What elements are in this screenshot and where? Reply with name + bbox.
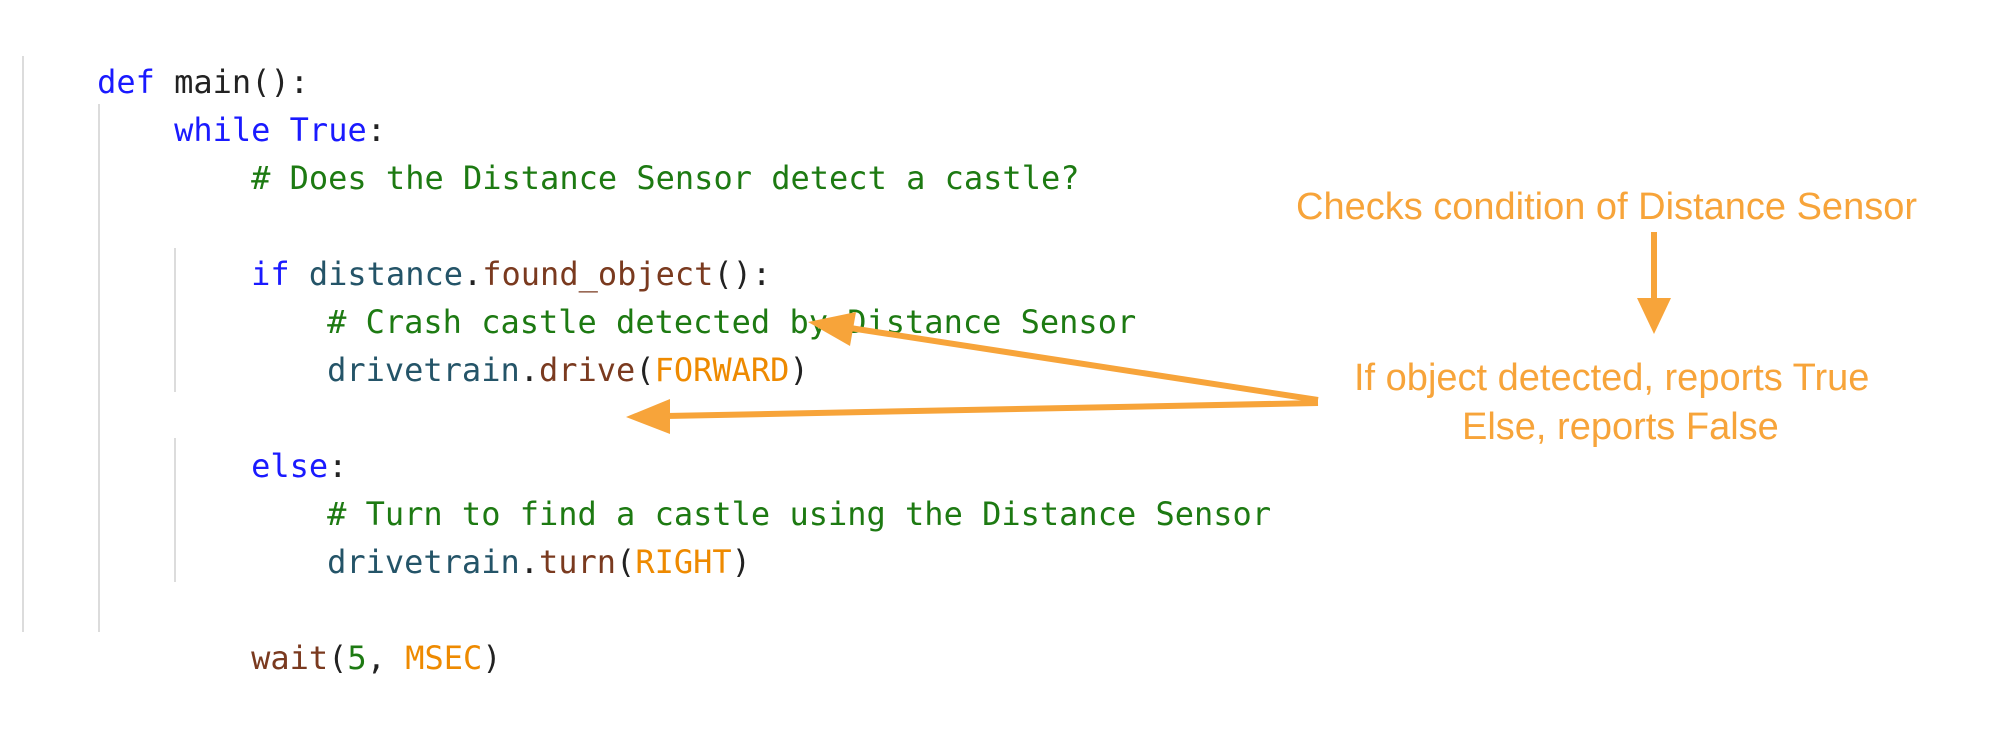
- keyword-def: def: [97, 63, 155, 101]
- function-name-main: main: [154, 63, 252, 101]
- punctuation: ,: [366, 639, 406, 677]
- code-line-if-found-object: if distance.found_object():: [174, 202, 771, 293]
- function-wait: wait: [251, 639, 329, 677]
- keyword-while: while: [174, 111, 271, 149]
- code-line-comment-crash: # Crash castle detected by Distance Sens…: [250, 250, 1136, 341]
- constant-msec: MSEC: [405, 639, 483, 677]
- code-line-comment-turn: # Turn to find a castle using the Distan…: [250, 442, 1271, 533]
- constant-forward: FORWARD: [654, 351, 790, 389]
- keyword-true: True: [270, 111, 367, 149]
- code-line-turn-right: drivetrain.turn(RIGHT): [250, 490, 751, 581]
- object-drivetrain: drivetrain: [327, 543, 520, 581]
- code-line-else: else:: [174, 394, 347, 485]
- indent-guide-level-1: [22, 56, 24, 632]
- indent-guide-level-2: [98, 104, 100, 632]
- punctuation: .: [519, 351, 539, 389]
- punctuation: ): [731, 543, 751, 581]
- constant-right: RIGHT: [635, 543, 732, 581]
- code-line-def-main: def main():: [20, 10, 309, 101]
- code-line-comment-detect: # Does the Distance Sensor detect a cast…: [174, 106, 1079, 197]
- punctuation: :: [328, 447, 348, 485]
- keyword-if: if: [251, 255, 290, 293]
- function-found-object: found_object: [482, 255, 714, 293]
- indent-guide-else-body: [174, 438, 176, 582]
- annotation-reports-line-1: If object detected, reports True: [1354, 357, 1870, 399]
- punctuation: ): [789, 351, 809, 389]
- code-line-while-true: while True:: [97, 58, 386, 149]
- punctuation: .: [462, 255, 483, 293]
- punctuation: ():: [251, 63, 309, 101]
- object-distance: distance: [289, 255, 463, 293]
- function-drive: drive: [538, 351, 636, 389]
- function-turn: turn: [538, 543, 617, 581]
- arrow-to-else-head: [626, 399, 670, 434]
- arrow-down-head: [1637, 298, 1671, 334]
- number-literal: 5: [347, 639, 367, 677]
- arrow-to-forward-head: [808, 312, 856, 346]
- punctuation: (: [616, 543, 636, 581]
- punctuation: ():: [713, 255, 772, 293]
- punctuation: .: [519, 543, 539, 581]
- code-comment: # Does the Distance Sensor detect a cast…: [251, 159, 1080, 197]
- code-line-drive-forward: drivetrain.drive(FORWARD): [250, 298, 809, 389]
- annotation-reports-line-2: Else, reports False: [1462, 406, 1779, 448]
- code-comment: # Crash castle detected by Distance Sens…: [327, 303, 1137, 341]
- punctuation: :: [366, 111, 386, 149]
- indent-guide-if-body: [174, 248, 176, 392]
- arrow-to-forward-line: [849, 325, 1319, 403]
- annotation-checks-condition: Checks condition of Distance Sensor: [1296, 186, 1917, 228]
- object-drivetrain: drivetrain: [327, 351, 520, 389]
- punctuation: ): [482, 639, 502, 677]
- annotation-arrows: [626, 232, 1671, 434]
- punctuation: (: [328, 639, 348, 677]
- keyword-else: else: [251, 447, 329, 485]
- code-comment: # Turn to find a castle using the Distan…: [327, 495, 1272, 533]
- punctuation: (: [635, 351, 655, 389]
- arrow-to-else-line: [665, 400, 1319, 419]
